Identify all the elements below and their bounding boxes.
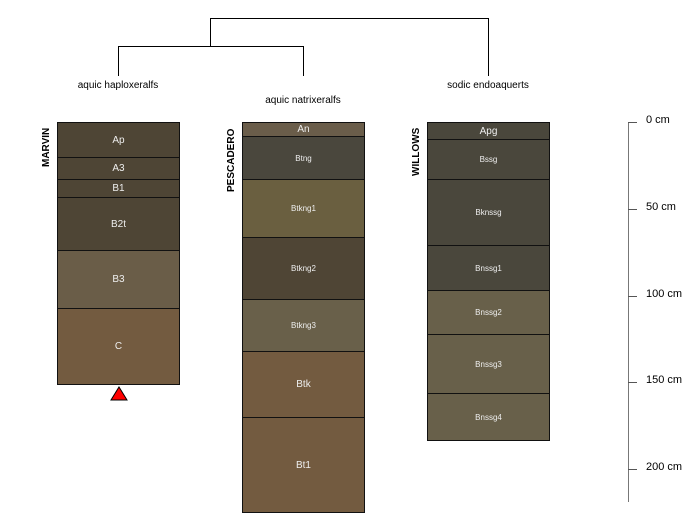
horizon-label: Bnssg3 <box>475 359 502 369</box>
horizon: Btk <box>242 351 365 418</box>
horizon: Bnssg1 <box>427 245 550 291</box>
horizon: Bt1 <box>242 417 365 513</box>
depth-tick <box>628 296 637 297</box>
horizon-label: A3 <box>112 163 125 174</box>
dendro-branch <box>488 18 489 76</box>
horizon: Bssg <box>427 139 550 180</box>
horizon-label: Bnssg4 <box>475 412 502 422</box>
horizon: C <box>57 308 180 385</box>
horizon: Ap <box>57 122 180 158</box>
horizon-label: C <box>114 341 123 352</box>
profile-name: WILLOWS <box>411 127 422 176</box>
dendro-branch <box>210 18 489 19</box>
horizon-label: Btkng1 <box>291 204 316 213</box>
dendro-branch <box>210 18 211 46</box>
horizon: An <box>242 122 365 137</box>
horizon: B2t <box>57 197 180 251</box>
horizon: Btng <box>242 136 365 180</box>
horizon-label: B2t <box>110 218 126 230</box>
depth-tick-label: 200 cm <box>646 461 683 473</box>
horizon: Apg <box>427 122 550 140</box>
horizon-label: Btkng2 <box>291 264 316 273</box>
horizon: Btkng1 <box>242 179 365 238</box>
horizon: A3 <box>57 157 180 180</box>
horizon: B3 <box>57 250 180 309</box>
depth-axis-line <box>628 122 629 502</box>
depth-tick-label: 150 cm <box>646 374 683 386</box>
horizon: Bknssg <box>427 179 550 246</box>
depth-tick <box>628 209 637 210</box>
horizon-label: Bknssg <box>475 208 502 217</box>
depth-tick <box>628 469 637 470</box>
depth-tick <box>628 122 637 123</box>
taxon-label: aquic natrixeralfs <box>265 95 341 106</box>
truncation-marker-icon <box>109 386 128 401</box>
horizon-label: Bnssg1 <box>475 263 502 273</box>
horizon-label: Bt1 <box>295 459 311 471</box>
dendro-branch <box>118 46 304 47</box>
horizon: Btkng3 <box>242 299 365 352</box>
taxon-label: sodic endoaquerts <box>447 80 529 91</box>
horizon-label: Btk <box>296 379 311 390</box>
horizon: Bnssg4 <box>427 393 550 441</box>
horizon-label: Ap <box>112 134 125 146</box>
horizon-label: Btng <box>295 153 312 163</box>
horizon: Btkng2 <box>242 237 365 300</box>
taxon-label: aquic haploxeralfs <box>77 80 159 91</box>
horizon-label: Apg <box>479 125 498 137</box>
horizon-label: B3 <box>112 274 125 285</box>
depth-tick-label: 0 cm <box>646 114 670 126</box>
horizon-label: An <box>297 124 310 135</box>
horizon: Bnssg3 <box>427 334 550 394</box>
horizon: B1 <box>57 179 180 198</box>
depth-tick-label: 50 cm <box>646 201 676 213</box>
dendro-branch <box>303 46 304 76</box>
dendro-branch <box>118 46 119 76</box>
depth-tick-label: 100 cm <box>646 288 683 300</box>
horizon-label: Bnssg2 <box>475 308 502 317</box>
profile-name: PESCADERO <box>226 128 237 192</box>
horizon-label: Btkng3 <box>291 321 316 330</box>
horizon-label: Bssg <box>479 155 498 164</box>
depth-tick <box>628 382 637 383</box>
profile-name: MARVIN <box>41 127 52 167</box>
horizon-label: B1 <box>112 183 125 194</box>
horizon: Bnssg2 <box>427 290 550 335</box>
